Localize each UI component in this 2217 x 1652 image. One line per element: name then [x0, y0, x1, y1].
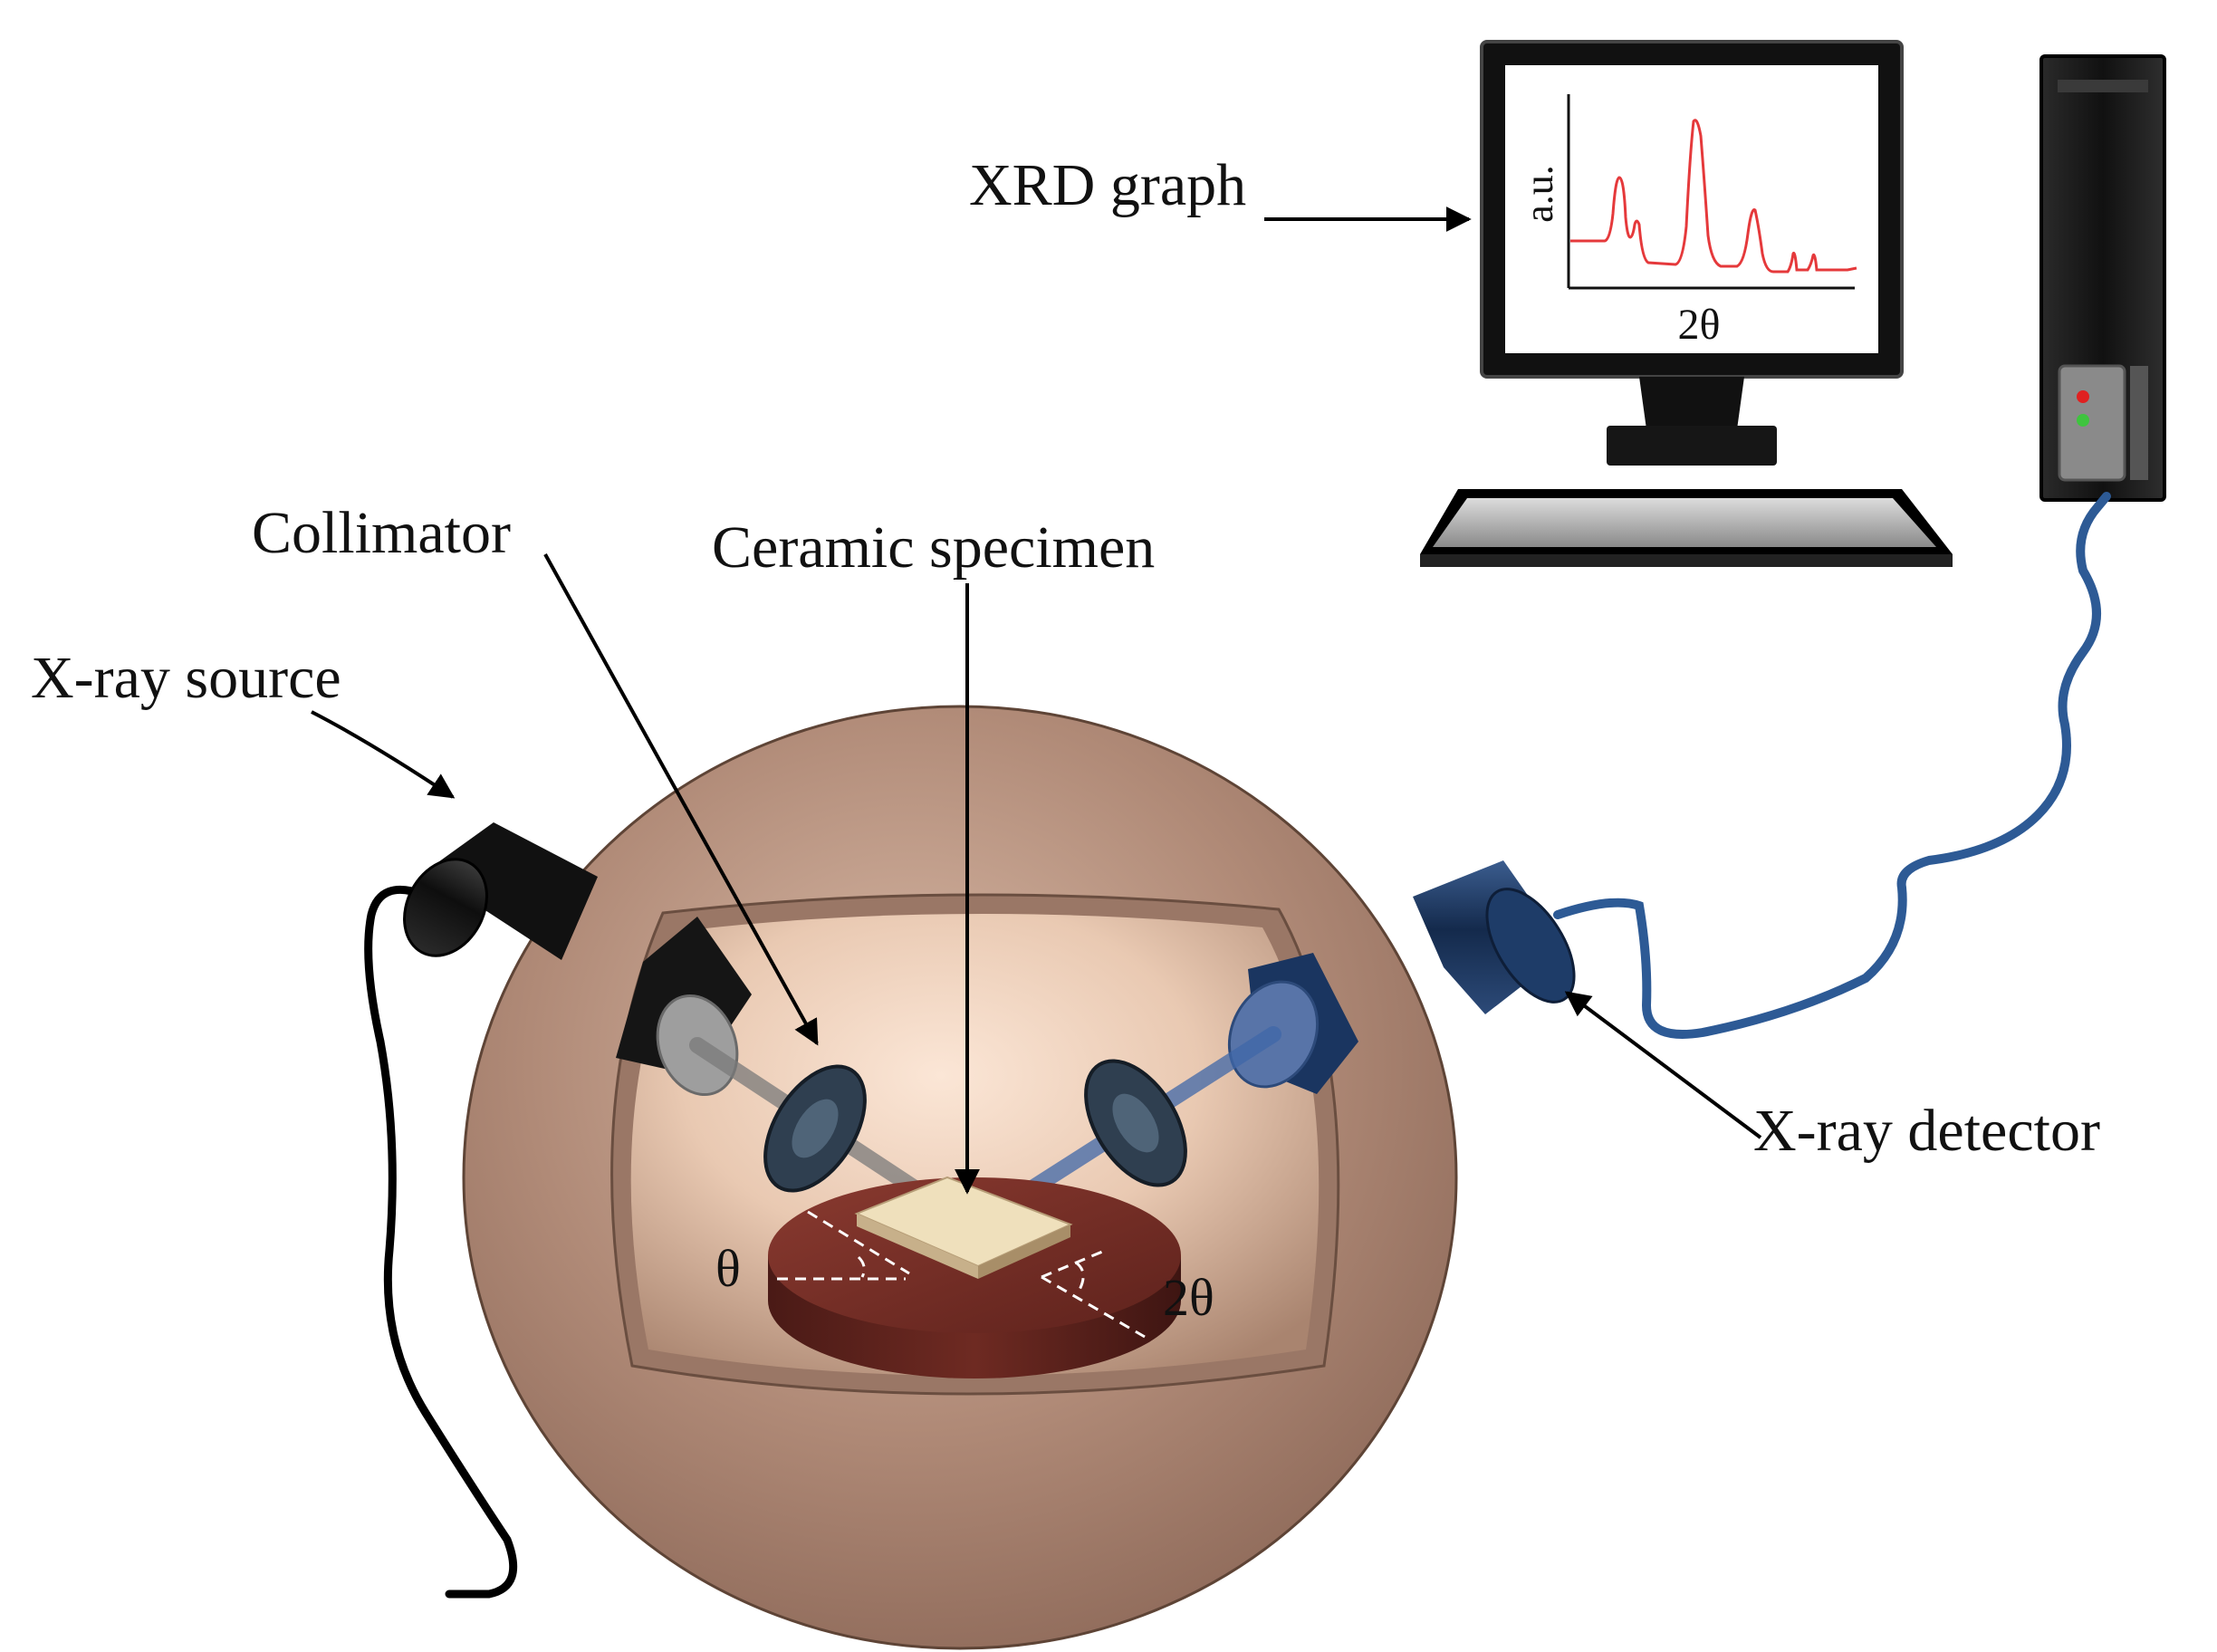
xray-source-label: X-ray source — [31, 645, 341, 711]
xray-detector-label: X-ray detector — [1753, 1098, 2100, 1164]
theta-label: θ — [715, 1239, 741, 1298]
xrd-plot: a.u. 2θ — [1517, 94, 1857, 349]
xray-source-arrow — [311, 710, 456, 799]
collimator-ring-inner — [1112, 1093, 1159, 1153]
monitor-neck — [1639, 377, 1744, 429]
source-outer-body — [426, 822, 598, 960]
xrd-graph-label: XRD graph — [969, 152, 1246, 218]
source-cable — [364, 885, 518, 1599]
collimator-source-side — [763, 1064, 867, 1193]
computer-monitor: a.u. 2θ — [1480, 40, 1904, 466]
detector-cable — [1553, 492, 2111, 1039]
detector-outer-cap — [1485, 888, 1576, 1004]
keyboard-surface — [1433, 498, 1936, 547]
power-led-green — [2077, 414, 2089, 427]
two-theta-arc — [1075, 1261, 1085, 1291]
collimator-label: Collimator — [252, 500, 511, 566]
two-theta-label: 2θ — [1163, 1268, 1214, 1327]
two-theta-baseline — [1041, 1248, 1108, 1279]
leader-arrows — [311, 206, 1762, 1195]
xray-source — [403, 822, 752, 1097]
specimen-side-right — [978, 1225, 1070, 1279]
two-theta-reference-line — [1041, 1275, 1146, 1339]
power-led-red — [2077, 390, 2089, 403]
xray-detector — [1227, 860, 1576, 1094]
xrd-pattern-line — [1570, 119, 1857, 274]
drive-bay — [2058, 80, 2148, 92]
tower-side-slot — [2130, 366, 2148, 480]
theta-arc — [857, 1255, 866, 1278]
theta-reference-line — [807, 1210, 910, 1275]
angle-guides — [777, 1210, 1146, 1339]
keyboard — [1420, 489, 1953, 567]
tower-pc — [2039, 54, 2166, 502]
xray-detector-arrow — [1564, 991, 1762, 1139]
ceramic-specimen — [854, 1176, 1073, 1279]
plot-y-axis-label: a.u. — [1517, 165, 1561, 223]
plot-x-axis-label: 2θ — [1678, 301, 1721, 349]
source-outer-cap — [403, 858, 488, 957]
tower-front-panel — [2058, 364, 2126, 482]
monitor-base — [1607, 426, 1777, 466]
ceramic-specimen-label: Ceramic specimen — [712, 514, 1155, 581]
collimator-arrow — [543, 553, 819, 1046]
collimator-detector-side — [1084, 1059, 1187, 1187]
xrd-chamber — [462, 705, 1458, 1650]
collimator-ring-inner — [792, 1099, 839, 1158]
specimen-side-left — [857, 1214, 978, 1279]
keyboard-edge — [1420, 554, 1953, 567]
